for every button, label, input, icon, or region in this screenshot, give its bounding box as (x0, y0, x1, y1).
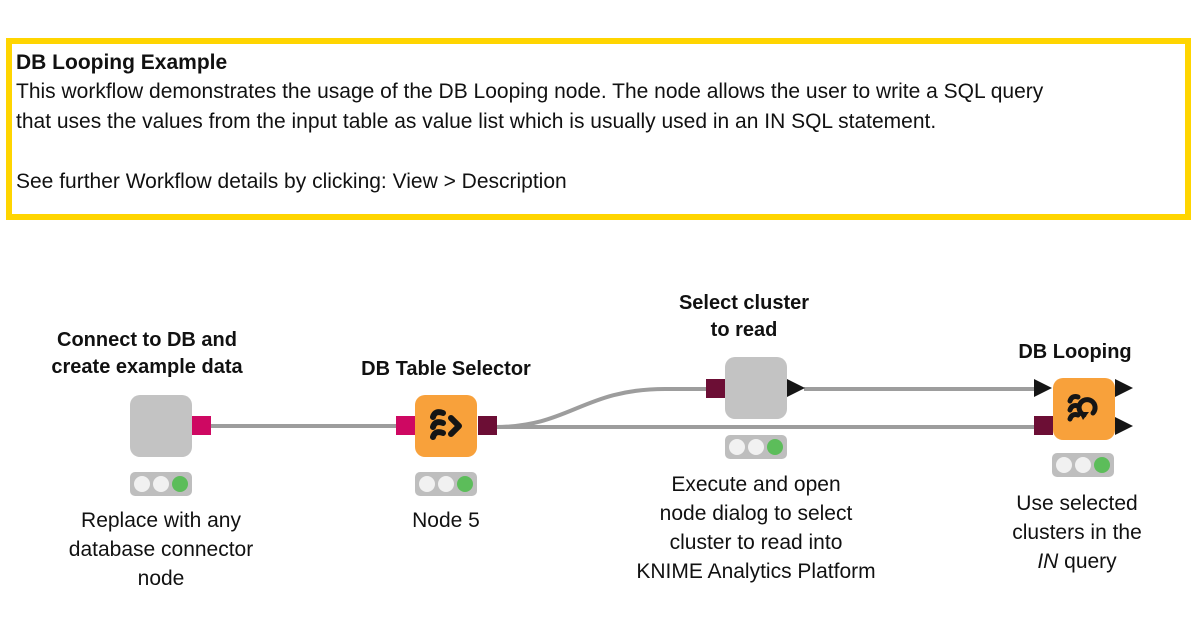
node-body-db-looping[interactable] (1053, 378, 1115, 440)
annotation-paragraph-line: This workflow demonstrates the usage of … (16, 80, 1044, 103)
status-red-off (1056, 457, 1072, 473)
node-status-traffic-light (1052, 453, 1114, 477)
status-green-on (1094, 457, 1110, 473)
comment-italic-word: IN (1037, 550, 1059, 573)
node-status-traffic-light (415, 472, 477, 496)
node-title: Select cluster to read (678, 292, 810, 341)
input-port-data-flow[interactable] (1034, 379, 1052, 397)
db-table-selector-icon (430, 409, 462, 440)
status-red-off (419, 476, 435, 492)
status-yellow-off (748, 439, 764, 455)
status-yellow-off (1075, 457, 1091, 473)
status-green-on (172, 476, 188, 492)
connection-selector-to-selectcluster[interactable] (493, 387, 710, 429)
input-port-db-connection[interactable] (1034, 416, 1053, 435)
node-title: DB Table Selector (361, 358, 531, 380)
output-port-data-flow[interactable] (787, 379, 805, 397)
annotation-paragraph-line: that uses the values from the input tabl… (16, 110, 937, 133)
input-port-db-connection[interactable] (706, 379, 725, 398)
db-looping-icon (1067, 394, 1098, 422)
annotation-hint: See further Workflow details by clicking… (16, 170, 567, 193)
node-comment: Execute and open node dialog to select c… (636, 473, 876, 583)
status-yellow-off (438, 476, 454, 492)
node-body-db-table-selector[interactable] (415, 395, 477, 457)
status-red-off (729, 439, 745, 455)
node-title: Connect to DB and create example data (51, 329, 243, 378)
node-status-traffic-light (130, 472, 192, 496)
node-body-db-connector[interactable] (130, 395, 192, 457)
workflow-annotation[interactable]: DB Looping Example This workflow demonst… (6, 38, 1191, 220)
status-green-on (767, 439, 783, 455)
comment-rest: query (1058, 550, 1117, 573)
node-status-traffic-light (725, 435, 787, 459)
node-comment: Node 5 (412, 509, 480, 532)
node-title: DB Looping (1018, 341, 1132, 363)
output-port-db-connection[interactable] (478, 416, 497, 435)
status-green-on (457, 476, 473, 492)
annotation-title: DB Looping Example (16, 51, 228, 74)
output-port-data-flow-top[interactable] (1115, 379, 1133, 397)
node-body-select-cluster[interactable] (725, 357, 787, 419)
output-port-data-flow-bottom[interactable] (1115, 417, 1133, 435)
status-red-off (134, 476, 150, 492)
input-port-db-data[interactable] (396, 416, 415, 435)
node-comment: Replace with any database connector node (68, 509, 254, 590)
status-yellow-off (153, 476, 169, 492)
output-port-db-data[interactable] (192, 416, 211, 435)
node-comment: Use selected clusters in the IN query (1012, 492, 1142, 573)
